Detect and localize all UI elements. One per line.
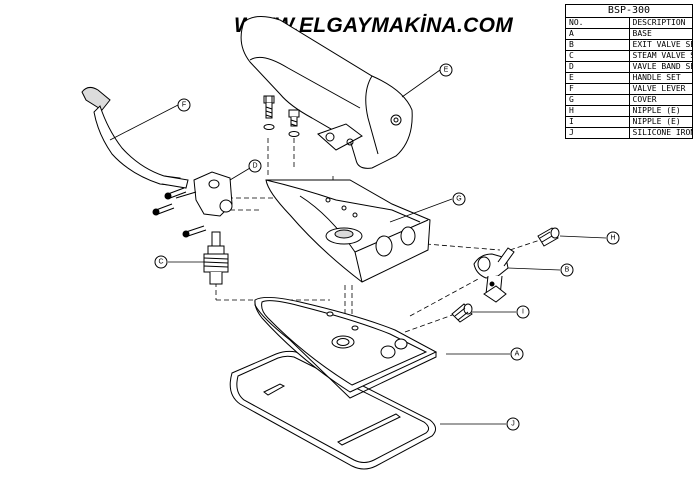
band-screws <box>152 187 207 238</box>
base-soleplate <box>254 296 438 399</box>
callout-label: H <box>610 235 615 242</box>
callout-g: G <box>452 192 466 206</box>
callout-e: E <box>439 63 453 77</box>
callout-a: A <box>510 347 524 361</box>
exit-valve-set <box>473 247 515 303</box>
valve-lever <box>81 86 189 189</box>
nipple-i <box>451 303 473 323</box>
callout-label: B <box>565 267 570 274</box>
callout-label: D <box>252 163 257 170</box>
callout-label: J <box>511 421 515 428</box>
leader-lines <box>109 69 607 425</box>
handle-set <box>240 16 413 169</box>
nipple-h <box>537 227 560 247</box>
callout-label: F <box>182 102 186 109</box>
callout-b: B <box>560 263 574 277</box>
callout-h: H <box>606 231 620 245</box>
silicone-iron-rest <box>229 350 436 470</box>
callout-label: I <box>522 309 524 316</box>
part-description: HANDLE SET <box>628 72 693 84</box>
callout-label: C <box>158 259 163 266</box>
callout-j: J <box>506 417 520 431</box>
part-description: SILICONE IRON REST <box>628 127 693 139</box>
table-header-row: NO. DESCRIPTION <box>565 17 693 29</box>
steam-valve-set <box>203 231 229 285</box>
callout-label: E <box>444 67 449 74</box>
callout-label: G <box>456 196 461 203</box>
callout-f: F <box>177 98 191 112</box>
callout-d: D <box>248 159 262 173</box>
valve-band-set <box>152 171 233 238</box>
handle-screws <box>263 95 300 137</box>
callout-i: I <box>516 305 530 319</box>
cover <box>265 179 431 283</box>
callout-c: C <box>154 255 168 269</box>
callout-label: A <box>515 351 520 358</box>
website-brand: WWW.ELGAYMAKİNA.COM <box>234 14 514 37</box>
